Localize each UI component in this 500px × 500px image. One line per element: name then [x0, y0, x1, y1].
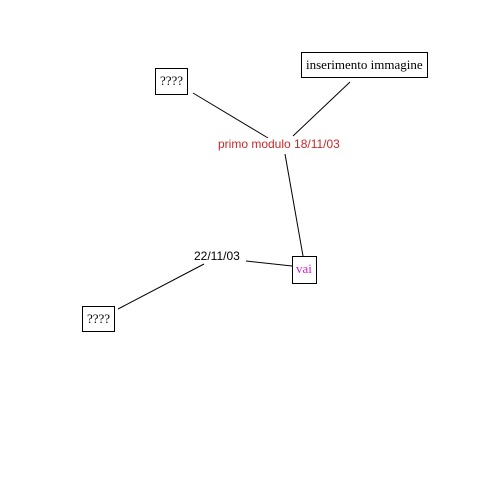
- edge-date-question-bottom: [117, 263, 205, 310]
- edge-inserimento-center: [292, 81, 351, 137]
- edge-center-vai: [284, 153, 304, 257]
- edge-question-top-center: [192, 92, 269, 139]
- node-question-top[interactable]: ????: [155, 68, 189, 95]
- node-inserimento-immagine[interactable]: inserimento immagine: [301, 52, 428, 78]
- node-primo-modulo[interactable]: primo modulo 18/11/03: [216, 137, 342, 151]
- node-question-bottom[interactable]: ????: [82, 306, 116, 332]
- node-vai[interactable]: vai: [292, 256, 317, 284]
- edge-vai-date: [245, 260, 293, 267]
- node-date[interactable]: 22/11/03: [192, 249, 242, 263]
